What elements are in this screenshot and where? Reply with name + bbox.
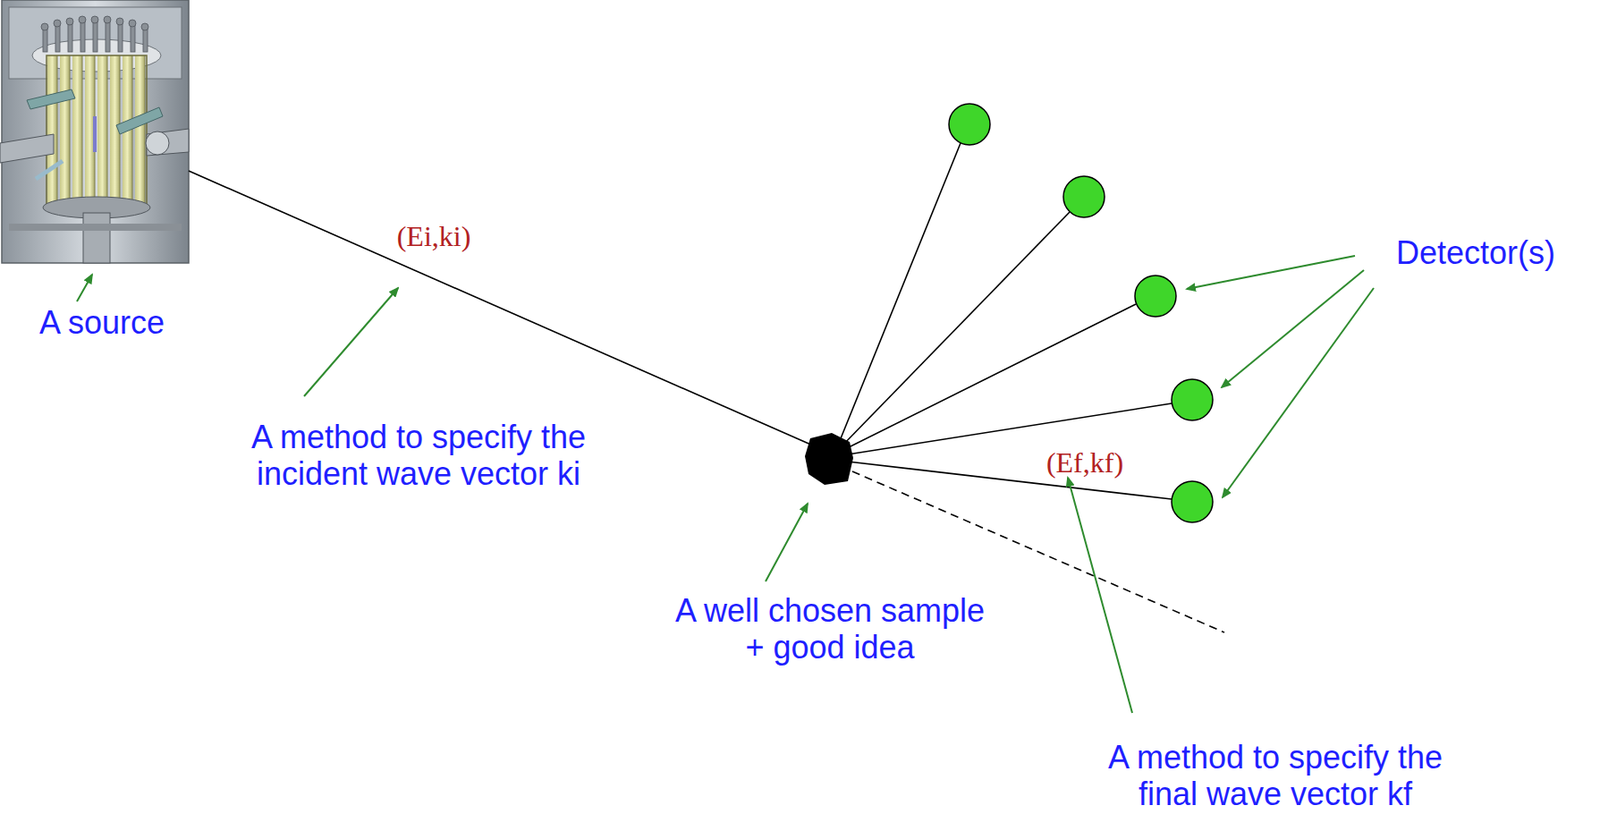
final-vector-label: (Ef,kf) bbox=[1026, 446, 1143, 480]
reactor-source bbox=[0, 0, 189, 263]
source-label: A source bbox=[12, 304, 192, 341]
detector-circles bbox=[948, 103, 1213, 523]
incident-vector-label: (Ei,ki) bbox=[380, 220, 488, 254]
scattered-beams bbox=[837, 143, 1172, 500]
leader-arrows bbox=[76, 255, 1374, 713]
sample-note: A well chosen sample + good idea bbox=[673, 592, 987, 667]
incident-beam bbox=[188, 170, 822, 449]
final-method-note: A method to specify the final wave vecto… bbox=[1078, 738, 1473, 813]
sample bbox=[804, 432, 854, 485]
detector-label: Detector(s) bbox=[1372, 234, 1579, 271]
incident-method-note: A method to specify the incident wave ve… bbox=[221, 418, 616, 493]
